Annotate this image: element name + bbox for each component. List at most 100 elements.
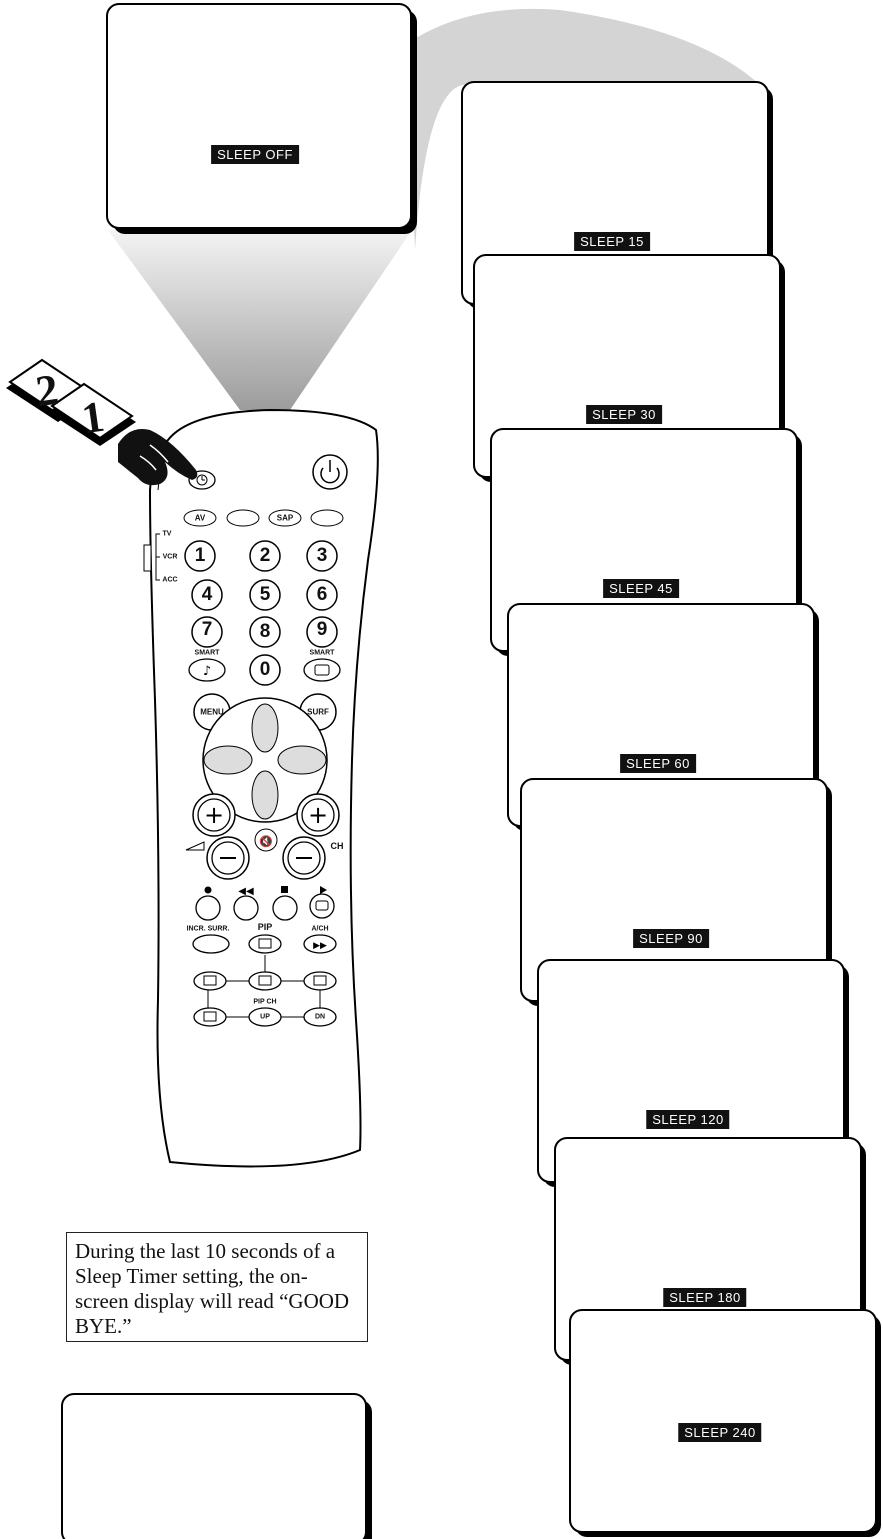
sleep-screen-label: SLEEP 240: [678, 1423, 762, 1442]
ach-button[interactable]: [303, 934, 337, 954]
sleep-screen: [461, 81, 773, 309]
pip-size-button[interactable]: [193, 971, 227, 991]
sap-label: SAP: [276, 513, 294, 523]
digit-5-button[interactable]: [249, 579, 281, 611]
digit-1-button[interactable]: [184, 540, 216, 572]
digit-2-button[interactable]: [249, 540, 281, 572]
record-icon: [204, 886, 212, 894]
sleep-screen-label: SLEEP 90: [633, 929, 709, 948]
dn-label: DN: [314, 1013, 326, 1021]
surf-label: SURF: [307, 707, 329, 717]
nav-ring: [202, 697, 328, 823]
digit-3-button[interactable]: [306, 540, 338, 572]
pip-swap-button[interactable]: [193, 1007, 227, 1027]
mode-switch[interactable]: [143, 533, 160, 581]
stop-button[interactable]: [272, 895, 298, 921]
digit-4-label: 4: [201, 584, 213, 605]
sap-button[interactable]: [268, 509, 302, 527]
ch-label: CH: [330, 841, 344, 851]
digit-7-label: 7: [201, 619, 213, 640]
sleep-screen-label: SLEEP 180: [663, 1288, 747, 1307]
rewind-button[interactable]: [233, 895, 259, 921]
digit-9-label: 9: [316, 619, 328, 640]
pip-button[interactable]: [248, 934, 282, 954]
plus-icon: +: [204, 801, 224, 829]
digit-6-label: 6: [316, 584, 328, 605]
digit-9-button[interactable]: [306, 616, 338, 648]
plus-icon: +: [308, 801, 328, 829]
digit-7-button[interactable]: [191, 616, 223, 648]
incr-surr-label: INCR. SURR.: [186, 925, 230, 933]
mute-button[interactable]: [254, 828, 278, 852]
sleep-screen-stack: [461, 81, 881, 1537]
play-icon: [320, 886, 327, 894]
play-button[interactable]: [309, 893, 335, 919]
incr-surr-button[interactable]: [192, 934, 230, 954]
up-label: UP: [260, 1013, 270, 1021]
digit-4-button[interactable]: [191, 579, 223, 611]
sleep-screen: [473, 254, 785, 482]
step-1-card: [48, 382, 136, 446]
sleep-screen: [520, 778, 832, 1006]
sleep-screen-label: SLEEP 30: [586, 405, 662, 424]
digit-0-button[interactable]: [249, 654, 281, 686]
top-screen-label: SLEEP OFF: [211, 145, 299, 164]
mute-icon: 🔇: [259, 835, 273, 848]
nav-up-button[interactable]: [251, 703, 279, 753]
nav-right-button[interactable]: [277, 745, 327, 775]
light-beam: [108, 230, 412, 410]
av-button[interactable]: [183, 509, 217, 527]
sleep-screen: [537, 959, 849, 1187]
smart-right-label: SMART: [309, 649, 335, 657]
pip-position-button[interactable]: [303, 971, 337, 991]
music-note-icon: ♪: [203, 664, 211, 679]
sleep-clock-icon: [196, 474, 208, 486]
sleep-screen-label: SLEEP 45: [603, 579, 679, 598]
bottom-screen: [61, 1393, 372, 1539]
channel-up-button[interactable]: [296, 793, 340, 837]
digit-5-label: 5: [259, 584, 271, 605]
av-label: AV: [194, 513, 206, 523]
fast-forward-icon: ▶▶: [313, 941, 327, 951]
nav-left-button[interactable]: [203, 745, 253, 775]
pip-freeze-button[interactable]: [248, 971, 282, 991]
top-screen: [106, 3, 417, 234]
smart-picture-button[interactable]: [303, 658, 341, 682]
menu-label: MENU: [200, 707, 224, 717]
digit-0-label: 0: [259, 659, 271, 680]
remote-control: ♪ + + 🔇 ◀◀: [143, 408, 379, 1168]
pip-ch-label: PIP CH: [253, 998, 277, 1006]
sequence-arc: [370, 8, 760, 250]
power-icon: [320, 460, 340, 484]
sleep-screen-label: SLEEP 15: [574, 232, 650, 251]
sleep-screen-label: SLEEP 120: [646, 1110, 730, 1129]
clock-button[interactable]: [310, 509, 344, 527]
pointing-hand-icon: [118, 428, 198, 486]
digit-8-label: 8: [259, 621, 271, 642]
record-button[interactable]: [195, 895, 221, 921]
digit-8-button[interactable]: [249, 616, 281, 648]
good-bye-note: During the last 10 seconds of a Sleep Ti…: [66, 1232, 368, 1342]
ach-label: A/CH: [311, 925, 329, 933]
volume-up-button[interactable]: [192, 793, 236, 837]
smart-sound-button[interactable]: [188, 658, 226, 682]
sleep-screen-label: SLEEP 60: [620, 754, 696, 773]
sleep-screen: [507, 603, 819, 831]
digit-6-button[interactable]: [306, 579, 338, 611]
picture-icon: [314, 664, 330, 676]
nav-down-button[interactable]: [251, 770, 279, 820]
volume-wedge-icon: [185, 841, 205, 851]
pip-label: PIP: [257, 922, 273, 932]
digit-1-label: 1: [194, 545, 206, 566]
pip-ch-up-button[interactable]: [248, 1007, 282, 1027]
mode-acc-label: ACC: [162, 576, 178, 584]
mode-tv-label: TV: [162, 530, 172, 538]
stop-icon: [281, 886, 288, 893]
rewind-icon: ◀◀: [238, 886, 254, 897]
sleep-screen: [490, 428, 802, 656]
info-button[interactable]: [226, 509, 260, 527]
digit-2-label: 2: [259, 545, 271, 566]
pip-ch-dn-button[interactable]: [303, 1007, 337, 1027]
smart-left-label: SMART: [194, 649, 220, 657]
